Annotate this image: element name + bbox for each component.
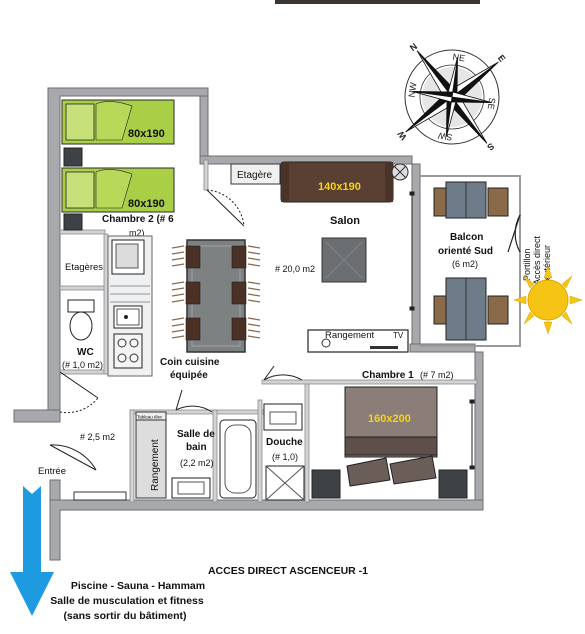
room-area-wc: (# 1,0 m2) (62, 360, 103, 370)
compass-label-se: SE (486, 97, 498, 110)
room-label-kitchen: équipée (170, 370, 208, 381)
compass-label-nw: NW (407, 81, 419, 98)
room-label-chambre1: Chambre 1 (362, 370, 414, 381)
balcony-table-bottom (433, 277, 509, 341)
door-arcs (49, 189, 303, 471)
bed-size-label: 80x190 (128, 198, 165, 210)
bathroom-sink (171, 477, 211, 499)
lamp-icon (391, 163, 409, 181)
bed-80x190-top (61, 99, 175, 145)
room-area-chambre2: m2) (129, 228, 145, 238)
room-area-chambre1: (# 7 m2) (420, 370, 454, 380)
label-etageres: Etagères (65, 262, 103, 273)
compass-label-n: N (408, 41, 419, 53)
label-tv: TV (393, 331, 404, 340)
nightstand (63, 147, 83, 167)
compass-label-s: S (485, 141, 496, 153)
nightstand (63, 213, 83, 231)
shower-sink (263, 403, 303, 431)
kitchen-counter (107, 235, 153, 377)
rug-pattern (325, 241, 363, 279)
interior-walls (59, 159, 478, 503)
bed-80x190-bottom (61, 167, 175, 213)
compass-rose-icon: N NE E SE S SW W NW (395, 41, 508, 153)
svg-text:Accès direct: Accès direct (532, 235, 542, 285)
label-rangement: Rangement (150, 439, 161, 491)
room-label-douche: Douche (266, 437, 303, 448)
svg-text:extérieur: extérieur (542, 245, 552, 280)
access-text: (sans sortir du bâtiment) (63, 610, 186, 622)
wc-toilet (67, 299, 95, 341)
access-text: ACCES DIRECT ASCENCEUR -1 (208, 565, 368, 577)
room-area-balcon: (6 m2) (452, 259, 478, 269)
dining-chairs (185, 245, 247, 341)
access-text: Salle de musculation et fitness (50, 595, 204, 607)
bed-160x200 (344, 386, 438, 487)
access-text: Piscine - Sauna - Hammam (71, 580, 205, 592)
nightstand (311, 469, 341, 499)
label-tableau-elec: Tableau élec (137, 415, 163, 420)
bed-size-label: 80x190 (128, 128, 165, 140)
svg-text:Portillon: Portillon (522, 248, 532, 281)
balcony-table-top (433, 181, 509, 219)
portillon-gate (507, 214, 521, 253)
entree-cabinet (73, 491, 127, 501)
label-rangement-tv: Rangement (325, 330, 374, 341)
svg-text:Rangement: Rangement (150, 439, 161, 491)
sofa-size-label: 140x190 (318, 181, 361, 193)
rangement-cabinet (135, 411, 167, 499)
room-label-entree: Entrée (38, 466, 66, 477)
room-label-balcon: Balcon (450, 232, 483, 243)
room-label-sdb: Salle de (177, 429, 215, 440)
room-area-sdb: (2,2 m2) (180, 458, 214, 468)
sofa-140x190 (280, 161, 394, 203)
compass-label-ne: NE (452, 52, 466, 64)
compass-label-sw: SW (437, 130, 453, 142)
shower-tray (265, 465, 305, 501)
label-etagere: Etagère (237, 170, 272, 181)
compass-label-e: E (496, 53, 508, 64)
balcony-frame (420, 175, 521, 347)
tableau-elec (135, 411, 167, 421)
rangement-tv-unit (307, 329, 409, 353)
chair-backs (171, 245, 261, 339)
portillon-label: Portillon Accès direct extérieur (522, 235, 552, 285)
room-area-entree: # 2,5 m2 (80, 432, 115, 442)
room-label-sdb: bain (186, 442, 207, 453)
room-label-chambre2: Chambre 2 (# 6 (102, 214, 174, 225)
room-label-balcon: orienté Sud (438, 246, 493, 257)
room-label-kitchen: Coin cuisine (160, 357, 220, 368)
balcony-window (409, 191, 475, 470)
room-label-salon: Salon (330, 215, 360, 227)
bed-size-label: 160x200 (368, 413, 411, 425)
room-area-salon: # 20,0 m2 (275, 264, 315, 274)
bathtub (219, 419, 257, 499)
nightstand (438, 469, 468, 499)
top-photo-edge (275, 0, 480, 4)
room-label-wc: WC (77, 347, 94, 358)
sun-icon (513, 265, 583, 335)
etagere-shelf (230, 163, 281, 185)
access-arrow-icon (10, 486, 54, 616)
room-area-douche: (# 1,0) (272, 452, 298, 462)
